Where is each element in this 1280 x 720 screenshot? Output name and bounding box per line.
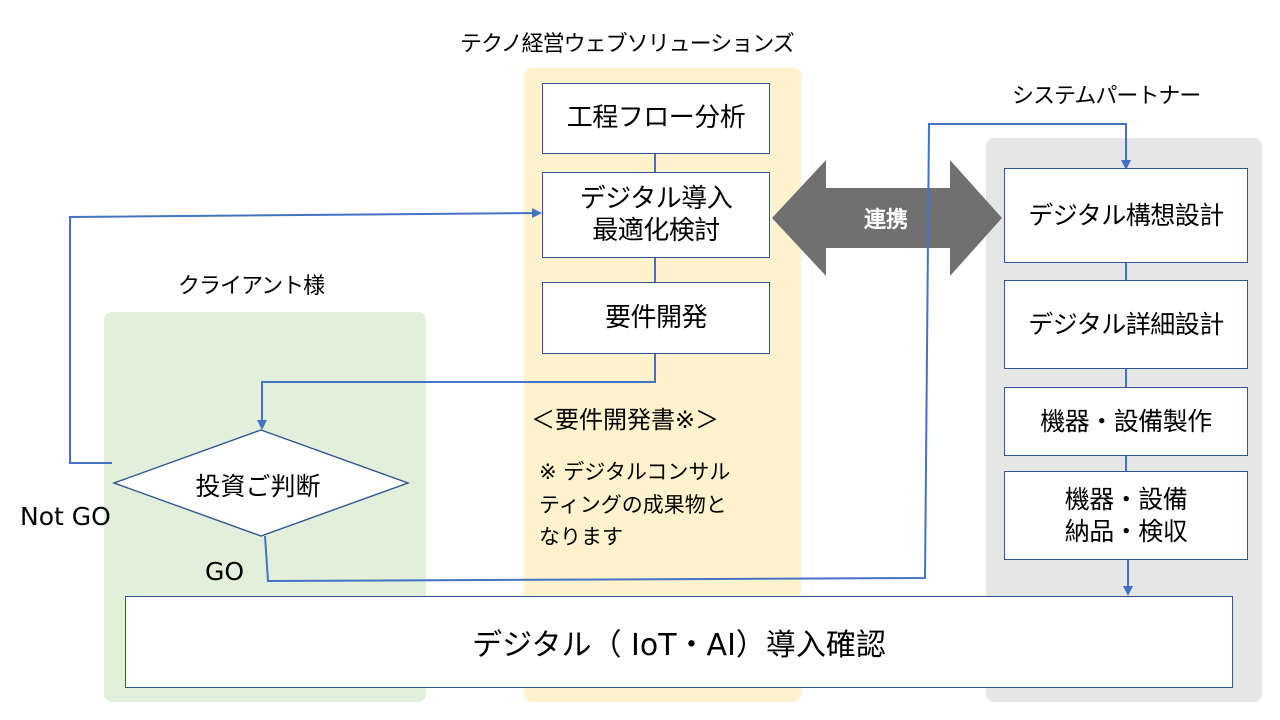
requirements-document-label: ＜要件開発書※＞ bbox=[531, 406, 720, 434]
connector-go-path bbox=[264, 123, 1131, 583]
digital-introduction-confirmation-box: デジタル（ IoT・AI）導入確認 bbox=[125, 596, 1233, 688]
collaboration-label: 連携 bbox=[863, 208, 908, 233]
equipment-delivery-inspection-box: 機器・設備 納品・検収 bbox=[1004, 471, 1248, 560]
connector-requirements-to-decision bbox=[257, 354, 656, 430]
consulting-output-note: ※ デジタルコンサル ティングの成果物と なります bbox=[539, 460, 731, 550]
digital-detail-design-box: デジタル詳細設計 bbox=[1004, 280, 1248, 369]
connector-no-go-loop bbox=[69, 208, 542, 464]
digital-intro-optimization-box: デジタル導入 最適化検討 bbox=[542, 172, 770, 258]
requirements-development-box: 要件開発 bbox=[542, 282, 770, 354]
collaboration-double-arrow bbox=[772, 160, 1002, 276]
equipment-manufacture-box: 機器・設備製作 bbox=[1004, 387, 1248, 456]
tech-lane-title: テクノ経営ウェブソリューションズ bbox=[460, 32, 795, 57]
go-label: GO bbox=[205, 557, 245, 586]
investment-decision-label: 投資ご判断 bbox=[195, 472, 321, 501]
digital-concept-design-box: デジタル構想設計 bbox=[1004, 168, 1248, 263]
not-go-label: Not GO bbox=[20, 502, 111, 531]
client-lane-title: クライアント様 bbox=[178, 274, 325, 299]
process-flow-analysis-box: 工程フロー分析 bbox=[542, 83, 770, 154]
partner-lane-title: システムパートナー bbox=[1012, 84, 1201, 109]
decision-diamond bbox=[111, 429, 411, 537]
